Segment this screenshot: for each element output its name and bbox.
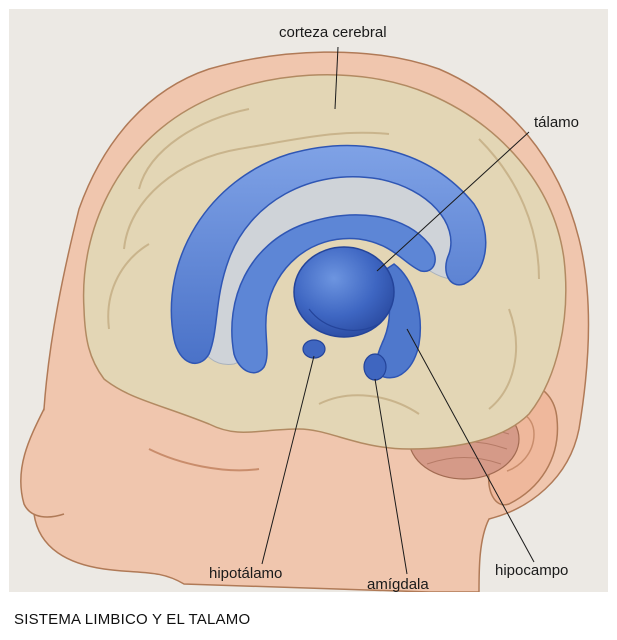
head-illustration [9,9,608,592]
figure-caption: SISTEMA LIMBICO Y EL TALAMO [14,611,250,628]
anatomy-figure: corteza cerebral tálamo hipotálamo amígd… [9,9,608,592]
label-hipotalamo: hipotálamo [209,565,282,582]
hypothalamus-shape [303,340,325,358]
amygdala-shape [364,354,386,380]
thalamus-shape [294,247,394,337]
label-talamo: tálamo [534,114,579,131]
label-corteza-cerebral: corteza cerebral [279,24,387,41]
label-hipocampo: hipocampo [495,562,568,579]
label-amigdala: amígdala [367,576,429,592]
